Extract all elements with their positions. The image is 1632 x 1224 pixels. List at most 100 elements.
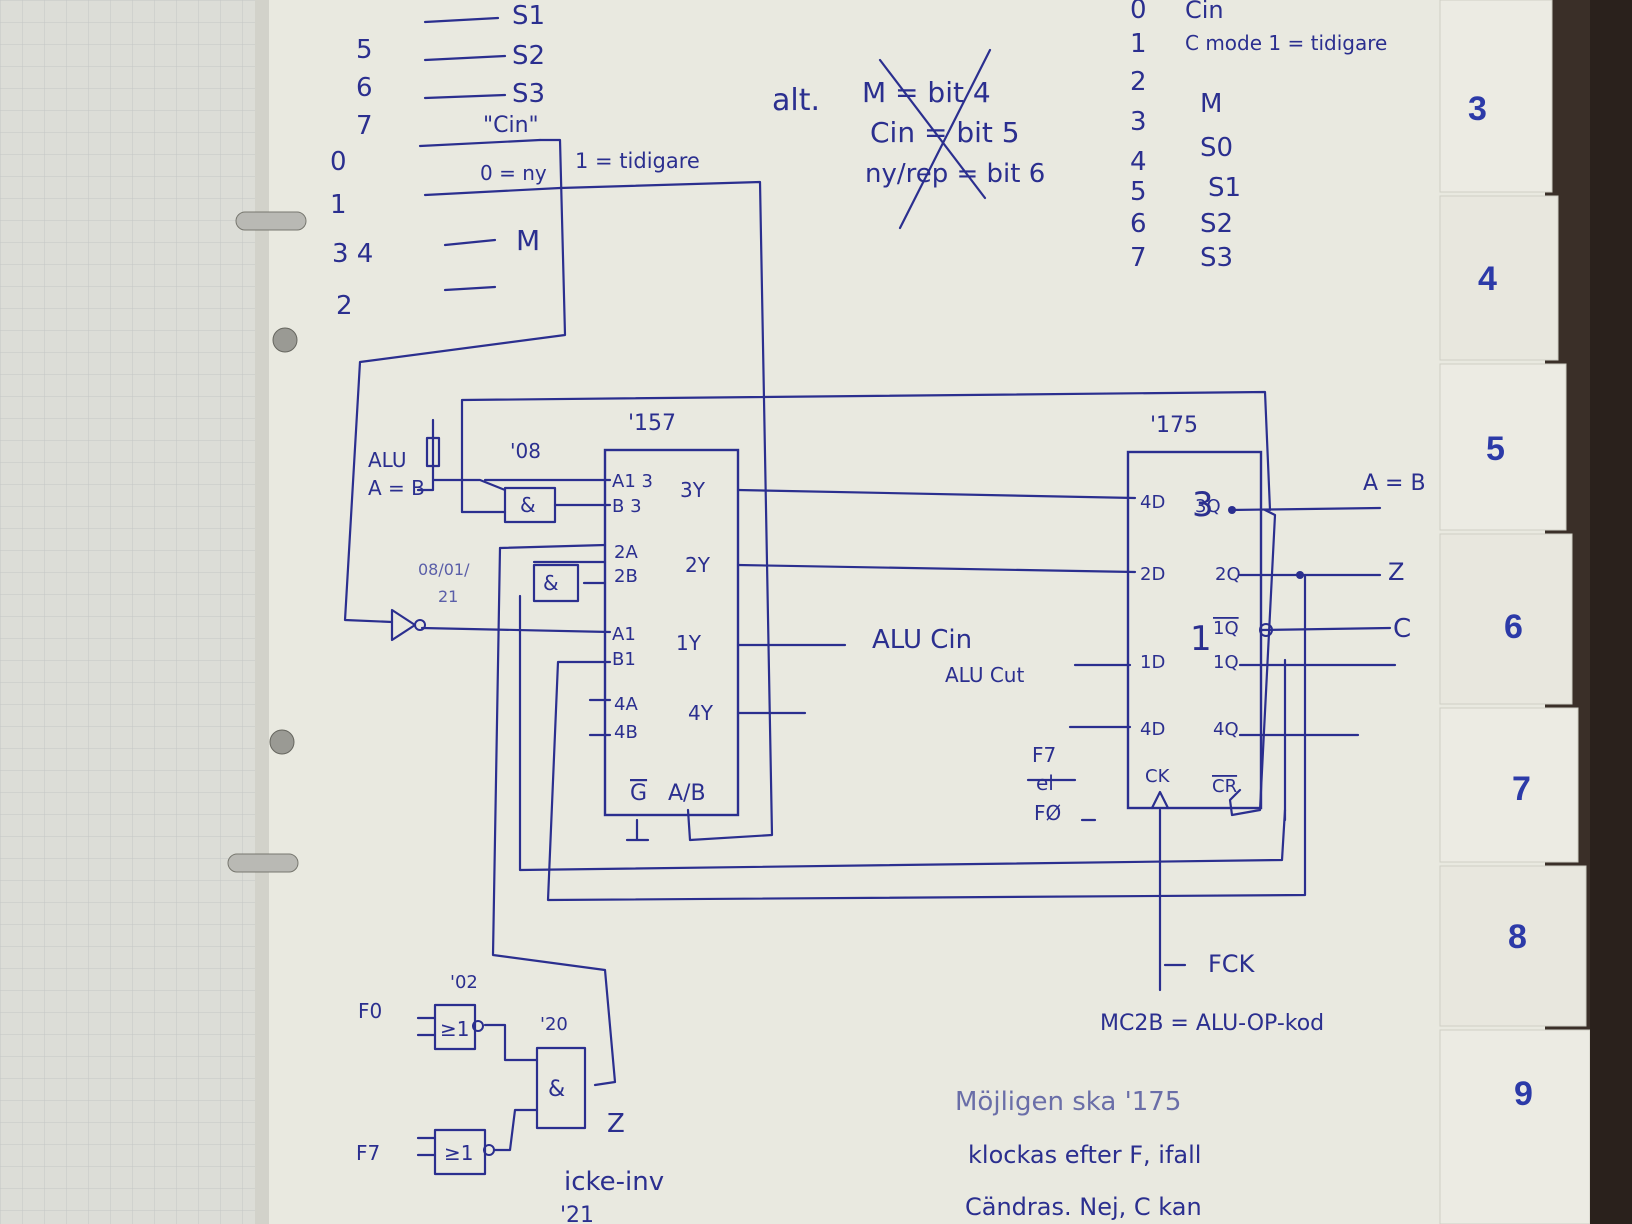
rlist-num-1: 1 xyxy=(1130,29,1147,59)
tab-number-3[interactable]: 3 xyxy=(1468,90,1487,128)
or-bottom-bubble xyxy=(483,1144,495,1156)
left-grid-pattern xyxy=(0,0,262,1224)
and-gate-box xyxy=(535,1046,587,1130)
chip-157-pin-1y: 1Y xyxy=(676,631,702,655)
rlist-label-s2: S2 xyxy=(1200,209,1233,239)
tab-7 xyxy=(1439,707,1579,863)
chip-175-pin-4q: 4Q xyxy=(1213,719,1239,740)
rlist-num-2: 2 xyxy=(1130,67,1147,97)
chip-175-pin-4d: 4D xyxy=(1140,719,1165,740)
label-f7-input: F7 xyxy=(356,1141,380,1165)
resistor xyxy=(425,436,441,468)
chip-157-pin-g: G xyxy=(630,781,647,806)
chip-157-pin-2b: 2B xyxy=(614,566,638,587)
rlist-num-4: 4 xyxy=(1130,147,1147,177)
inverted-output-bubble xyxy=(1259,623,1273,637)
or-gate-top-label: ≥1 xyxy=(440,1017,469,1041)
chip-175-name: '175 xyxy=(1150,413,1198,438)
tab-5 xyxy=(1439,363,1567,531)
note-line-2: klockas efter F, ifall xyxy=(968,1141,1201,1169)
rlist-label-1: C mode 1 = tidigare xyxy=(1185,31,1387,55)
list-num-1: 1 xyxy=(330,190,347,220)
chip-157-pin-b3: B 3 xyxy=(612,496,642,517)
chip-175-pin-cr: CR xyxy=(1212,776,1237,797)
chip-157-pin-2a: 2A xyxy=(614,542,638,563)
chip-175-pin-1q: 1Q xyxy=(1213,652,1239,673)
rlist-num-5: 5 xyxy=(1130,177,1147,207)
chip-175-pin-1q-bar: 1Q xyxy=(1213,618,1239,639)
label-gate-20: '20 xyxy=(540,1014,568,1035)
chip-157-pin-b1: B1 xyxy=(612,649,636,670)
rlist-num-7: 7 xyxy=(1130,243,1147,273)
rlist-label-m: M xyxy=(1200,89,1222,119)
ring-1 xyxy=(235,211,307,231)
label-fck: FCK xyxy=(1208,950,1256,978)
list-num-6: 6 xyxy=(356,73,373,103)
junction-z xyxy=(1296,571,1304,579)
output-label-ab: A = B xyxy=(1363,471,1426,496)
label-f7: F7 xyxy=(1032,743,1056,767)
inverter-bubble xyxy=(414,619,426,631)
list-num-3-4: 3 4 xyxy=(332,239,373,269)
gate-0801-box xyxy=(532,563,580,603)
chip-157-pin-a13: A1 3 xyxy=(612,471,653,492)
ring-hole-3 xyxy=(269,729,295,755)
label-21: 21 xyxy=(438,587,458,606)
chip-157-pin-3y: 3Y xyxy=(680,478,706,502)
chip-175-pin-2d: 2D xyxy=(1140,564,1165,585)
note-line-3: Cändras. Nej, C kan xyxy=(965,1193,1202,1221)
rlist-num-3: 3 xyxy=(1130,107,1147,137)
chip-175-pin-4d-top: 4D xyxy=(1140,492,1165,513)
ring-4 xyxy=(227,853,299,873)
label-gate-08-and: & xyxy=(520,493,536,517)
list-num-5: 5 xyxy=(356,35,373,65)
rlist-label-s1: S1 xyxy=(1208,173,1241,203)
chip-157-pin-4y: 4Y xyxy=(688,701,714,725)
tab-9 xyxy=(1439,1029,1591,1224)
tab-number-8[interactable]: 8 xyxy=(1508,918,1527,956)
tab-number-7[interactable]: 7 xyxy=(1512,770,1531,808)
label-f0: FØ xyxy=(1034,801,1061,825)
output-label-c: C xyxy=(1393,614,1411,644)
list-label-0-ny: 0 = ny xyxy=(480,161,547,185)
label-alu-cin: ALU Cin xyxy=(872,625,972,655)
tab-3 xyxy=(1439,0,1553,193)
list-label-s2: S2 xyxy=(512,41,545,71)
chip-175-big-3: 3 xyxy=(1192,485,1214,525)
or-gate-top-box xyxy=(433,1003,477,1051)
chip-175-pin-ck: CK xyxy=(1145,766,1171,787)
label-alu-ab: A = B xyxy=(368,476,425,500)
label-alu: ALU xyxy=(368,448,406,472)
tab-6 xyxy=(1439,533,1573,705)
tab-number-6[interactable]: 6 xyxy=(1504,608,1523,646)
alt-line-2: Cin = bit 5 xyxy=(870,116,1020,149)
label-gate-08: '08 xyxy=(510,439,541,463)
tab-8 xyxy=(1439,865,1587,1027)
chip-157-name: '157 xyxy=(628,411,676,436)
list-cin-quote: "Cin" xyxy=(483,113,539,138)
list-num-7: 7 xyxy=(356,111,373,141)
chip-175-pin-2q: 2Q xyxy=(1215,564,1241,585)
chip-175-pin-3q: 3Q xyxy=(1195,496,1221,517)
list-num-2: 2 xyxy=(336,291,353,321)
list-label-s1: S1 xyxy=(512,1,545,31)
rlist-num-6: 6 xyxy=(1130,209,1147,239)
page-gutter xyxy=(255,0,269,1224)
tab-number-9[interactable]: 9 xyxy=(1514,1075,1533,1113)
label-21-bottom: '21 xyxy=(560,1203,594,1224)
label-0801: 08/01/ xyxy=(418,560,470,579)
main-page xyxy=(258,0,1545,1224)
tab-number-5[interactable]: 5 xyxy=(1486,430,1505,468)
tab-number-4[interactable]: 4 xyxy=(1478,260,1497,298)
alt-title: alt. xyxy=(772,83,820,118)
or-top-bubble xyxy=(472,1020,484,1032)
label-mc2b: MC2B = ALU-OP-kod xyxy=(1100,1011,1324,1036)
note-tidigare: 1 = tidigare xyxy=(575,149,700,173)
chip-157-body xyxy=(603,448,740,817)
label-el: el xyxy=(1036,771,1054,795)
rlist-label-0: Cin xyxy=(1185,0,1224,24)
alt-line-3: ny/rep = bit 6 xyxy=(865,159,1045,189)
output-label-z: Z xyxy=(1388,558,1404,586)
rlist-label-s0: S0 xyxy=(1200,133,1233,163)
